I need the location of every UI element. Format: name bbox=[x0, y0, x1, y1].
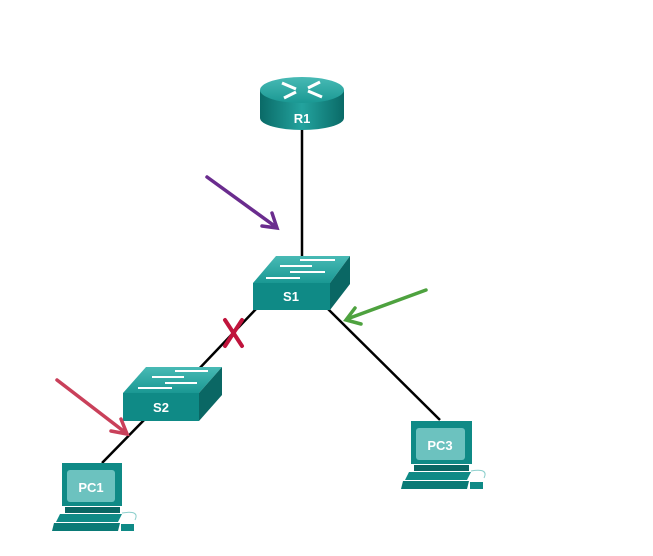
green-arrow-icon bbox=[343, 288, 428, 326]
link-s1-s2 bbox=[195, 308, 257, 373]
router-r1[interactable]: R1 bbox=[260, 77, 344, 130]
switch-s1-label: S1 bbox=[283, 289, 299, 304]
router-arrows-icon bbox=[281, 80, 323, 100]
red-arrow-icon bbox=[55, 378, 130, 437]
router-label: R1 bbox=[294, 111, 311, 126]
switch-s2-label: S2 bbox=[153, 400, 169, 415]
switch-arrows-icon bbox=[138, 370, 208, 389]
pc3-label: PC3 bbox=[427, 438, 452, 453]
link-s1-pc3 bbox=[327, 308, 441, 421]
switch-s1[interactable]: S1 bbox=[253, 256, 350, 310]
switch-arrows-icon bbox=[266, 259, 335, 279]
pc1-label: PC1 bbox=[78, 480, 103, 495]
pc1[interactable]: PC1 bbox=[52, 463, 137, 531]
pc3[interactable]: PC3 bbox=[401, 421, 486, 489]
switch-s2[interactable]: S2 bbox=[123, 367, 222, 421]
link-s2-pc1 bbox=[101, 417, 147, 464]
failed-link-x-icon bbox=[223, 318, 244, 348]
purple-arrow-icon bbox=[205, 175, 280, 231]
